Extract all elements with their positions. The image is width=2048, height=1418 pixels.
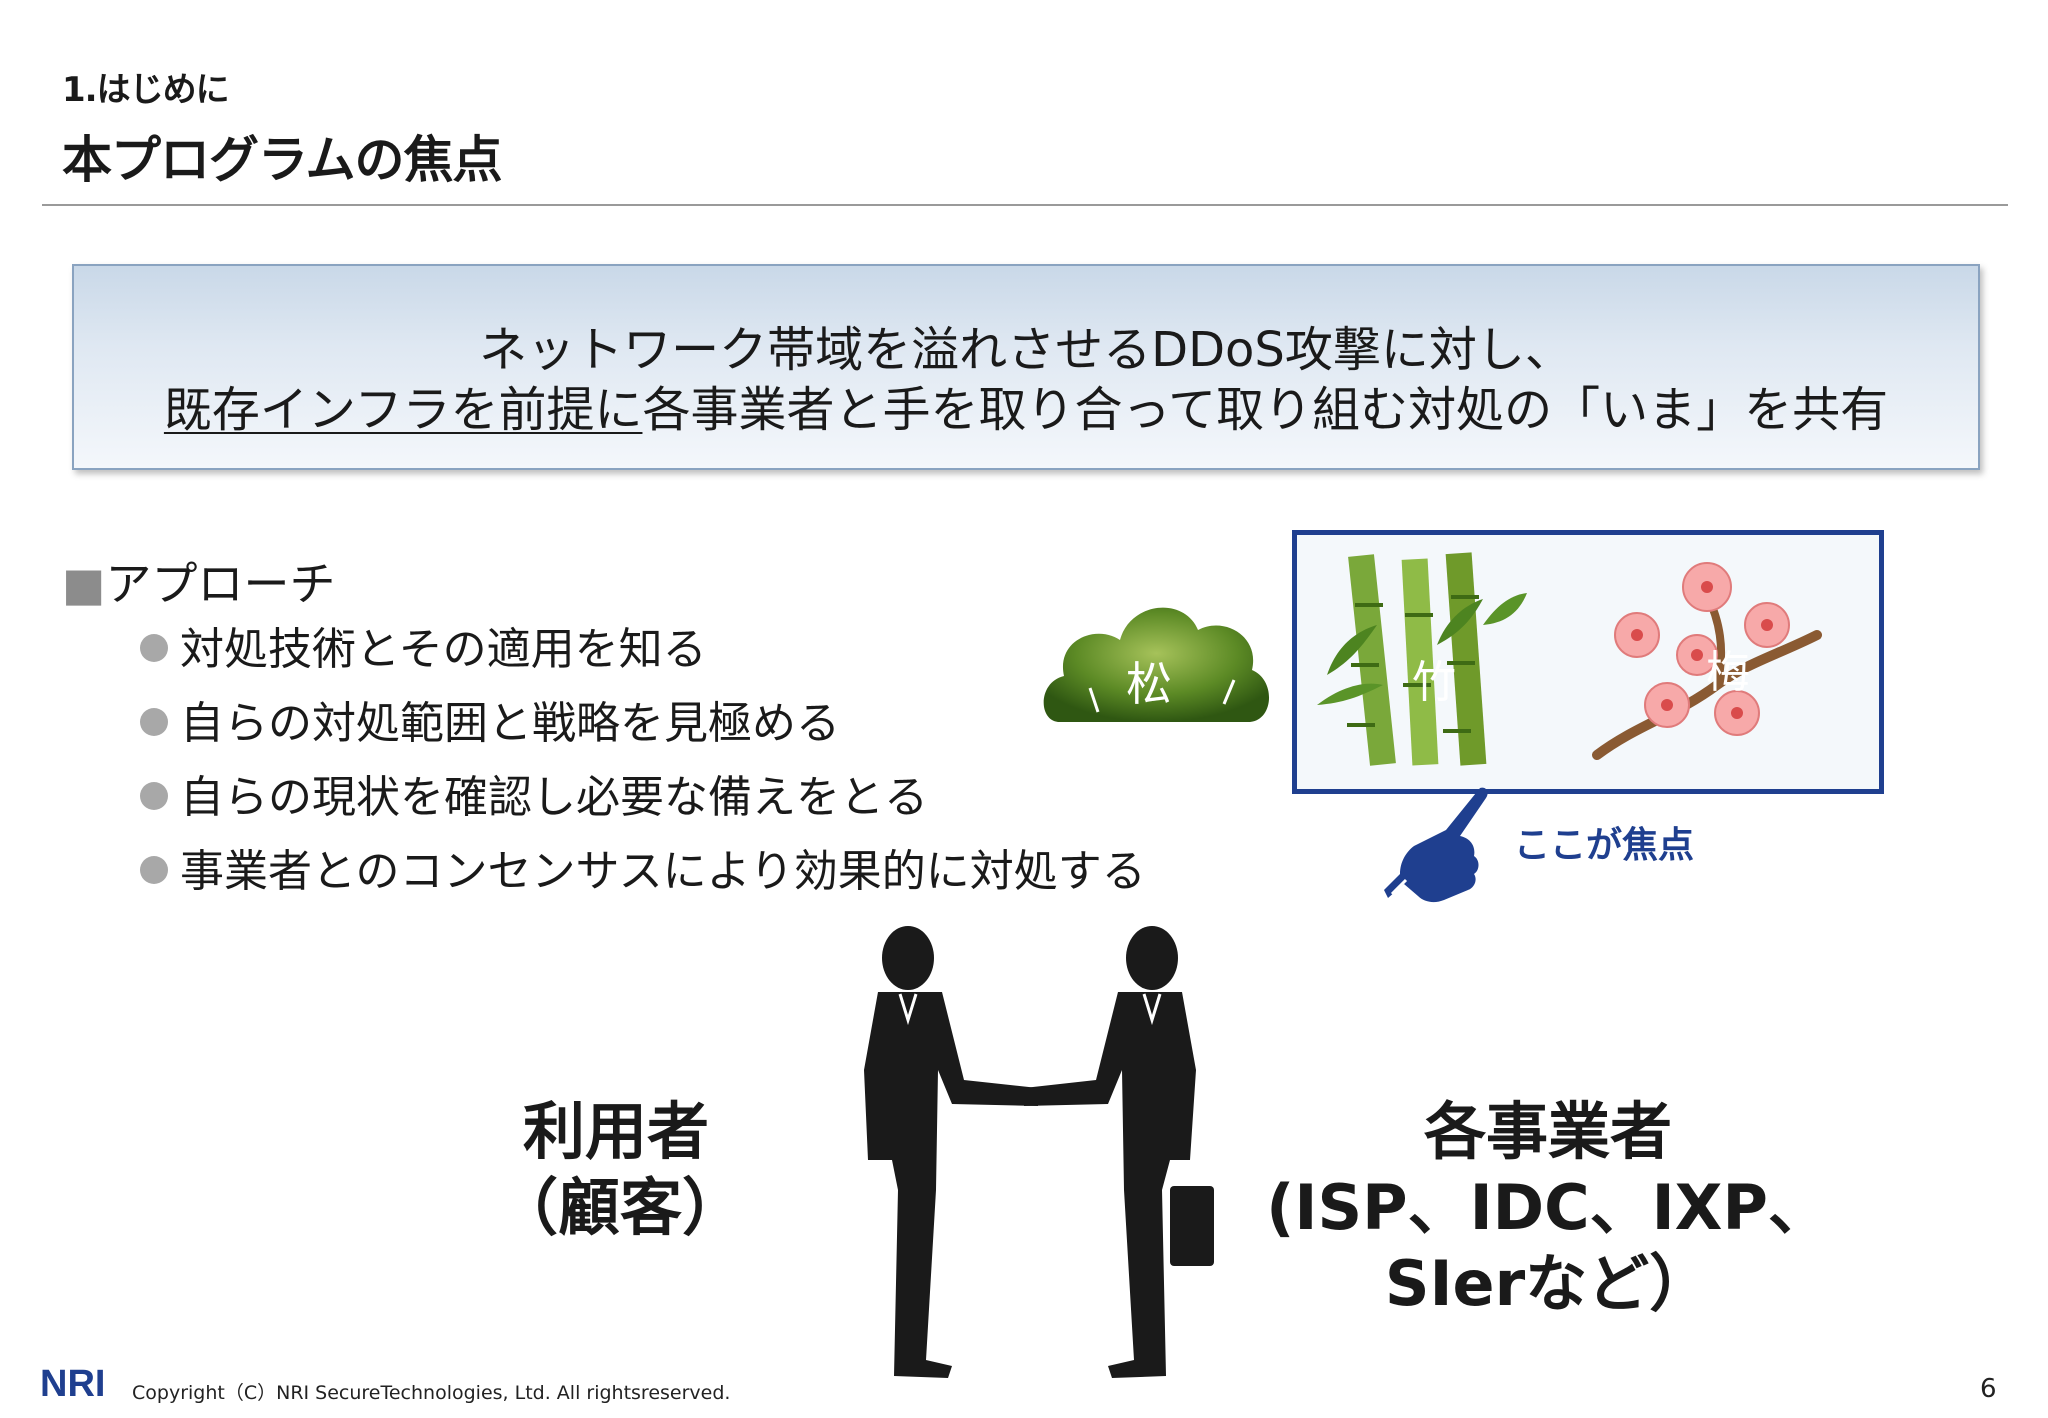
approach-list: 対処技術とその適用を知る 自らの対処範囲と戦略を見極める 自らの現状を確認し必要… [140,620,1146,916]
section-label: 1.はじめに [62,70,230,110]
bullet-icon [140,708,168,736]
party-operators-note: (ISP、IDC、IXP、SIerなど） [1266,1171,1830,1320]
focus-statement-box: ネットワーク帯域を溢れさせるDDoS攻撃に対し、 既存インフラを前提に各事業者と… [72,264,1980,470]
plum-label: 梅 [1706,647,1750,698]
focus-frame [1292,530,1884,794]
page-title: 本プログラムの焦点 [62,131,502,189]
focus-statement-line2: 既存インフラを前提に各事業者と手を取り合って取り組む対処の「いま」を共有 [74,370,1978,440]
bamboo-label: 竹 [1412,657,1456,708]
bullet-icon [140,782,168,810]
party-customer-note: （顧客） [496,1171,745,1244]
plum-icon [1592,562,1822,760]
svg-text:NRI: NRI [40,1363,105,1402]
focus-statement-rest: 各事業者と手を取り合って取り組む対処の「いま」を共有 [642,382,1889,438]
approach-item-text: 対処技術とその適用を知る [180,624,707,675]
approach-heading-text: アプローチ [105,557,336,611]
approach-item: 自らの現状を確認し必要な備えをとる [140,768,1146,842]
party-customer: 利用者 （顧客） [496,1094,745,1246]
nri-logo: NRI [40,1363,105,1402]
approach-heading: ■アプローチ [62,548,335,614]
focus-statement-line1: ネットワーク帯域を溢れさせるDDoS攻撃に対し、 [479,322,1573,378]
approach-item-text: 自らの対処範囲と戦略を見極める [180,698,840,749]
focus-statement-underlined: 既存インフラを前提に [163,382,643,438]
bamboo-icon [1317,552,1527,766]
approach-item: 自らの対処範囲と戦略を見極める [140,694,1146,768]
party-operators: 各事業者 (ISP、IDC、IXP、SIerなど） [1218,1094,1878,1322]
party-customer-name: 利用者 [522,1095,709,1168]
header-divider [42,204,2008,206]
bullet-icon [140,856,168,884]
party-operators-name: 各事業者 [1423,1095,1672,1168]
pine-label: 松 [1126,657,1172,711]
pine-icon [1043,607,1270,722]
focus-caption: ここが焦点 [1514,825,1695,866]
page-number: 6 [1980,1374,1997,1404]
approach-item: 対処技術とその適用を知る [140,620,1146,694]
approach-item-text: 自らの現状を確認し必要な備えをとる [180,772,928,823]
bamboo-plum-illustration [1317,552,1822,766]
pointing-hand-icon [1384,787,1488,903]
approach-item-text: 事業者とのコンセンサスにより効果的に対処する [180,846,1146,897]
bullet-icon [140,634,168,662]
approach-item: 事業者とのコンセンサスにより効果的に対処する [140,842,1146,916]
copyright-text: Copyright（C）NRI SecureTechnologies, Ltd.… [132,1382,731,1404]
handshake-silhouette-icon [864,926,1214,1378]
square-bullet-icon: ■ [62,557,106,611]
